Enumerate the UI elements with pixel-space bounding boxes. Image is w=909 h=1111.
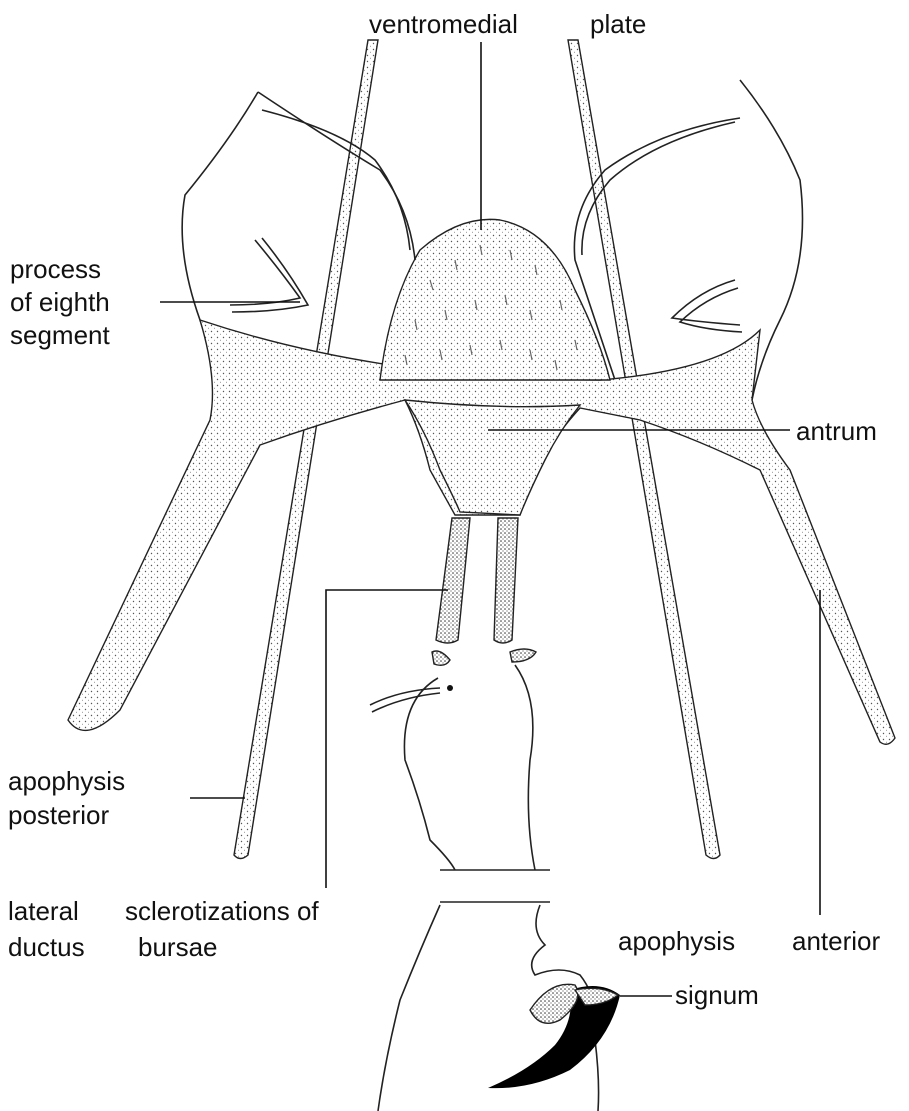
label-ductus: ductus <box>8 932 85 962</box>
apophysis-posterior-right <box>568 40 720 859</box>
ductus-bursae <box>370 665 550 902</box>
process-of-eighth-segment-left <box>230 238 308 312</box>
label-process: process <box>10 254 101 284</box>
label-plate: plate <box>590 9 646 39</box>
label-antrum: antrum <box>796 416 877 446</box>
small-sclerites <box>432 649 536 691</box>
label-segment: segment <box>10 320 110 350</box>
label-ventromedial: ventromedial <box>369 9 518 39</box>
leader-lines <box>160 42 820 996</box>
labels: ventromedial plate process of eighth seg… <box>8 9 880 1010</box>
label-bursae: bursae <box>138 932 218 962</box>
eighth-segment-band <box>68 320 895 744</box>
label-signum: signum <box>675 980 759 1010</box>
sclerotization-right <box>494 518 518 643</box>
label-apophysis-anterior-line1: apophysis <box>618 926 735 956</box>
leader-sclerotizations <box>326 590 448 888</box>
label-apophysis-anterior-line2: anterior <box>792 926 880 956</box>
ventromedial-plate <box>380 219 610 380</box>
label-of-eighth: of eighth <box>10 287 110 317</box>
label-sclerotizations-of: sclerotizations of <box>125 896 319 926</box>
label-lateral: lateral <box>8 896 79 926</box>
label-apophysis-posterior-line2: posterior <box>8 800 109 830</box>
signum <box>488 984 620 1088</box>
sclerotization-left <box>436 518 470 643</box>
process-of-eighth-segment-right <box>672 280 742 332</box>
label-apophysis-posterior-line1: apophysis <box>8 766 125 796</box>
